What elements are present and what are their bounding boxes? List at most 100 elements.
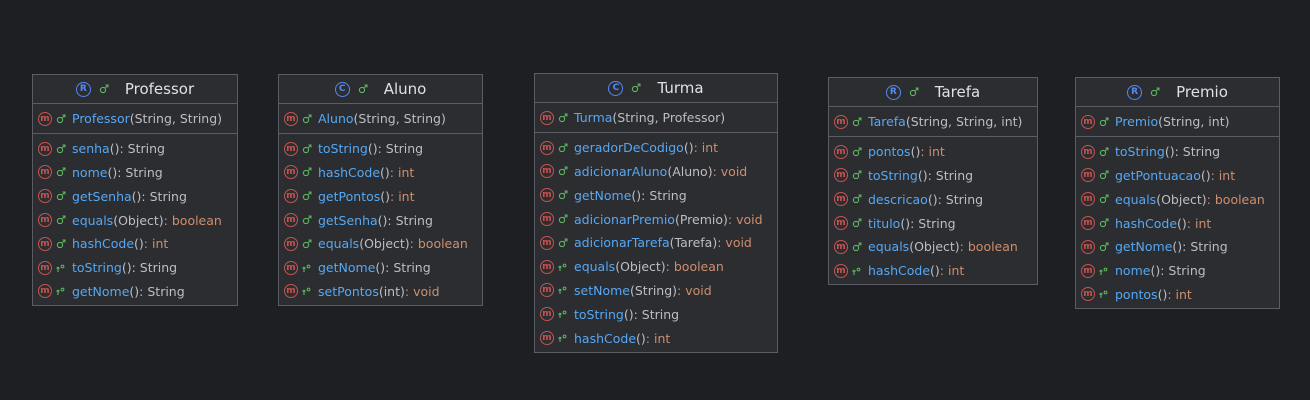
method-params: () <box>377 212 388 228</box>
method-name: titulo <box>868 215 901 231</box>
class-name: Premio <box>1176 83 1228 101</box>
public-visibility-icon <box>558 143 568 153</box>
method-name: getSenha <box>318 212 378 228</box>
method-return-type: : void <box>727 211 763 227</box>
method-return-type: : String <box>139 283 185 299</box>
public-visibility-icon <box>56 239 66 249</box>
constructor-params: (String, int) <box>1158 114 1230 130</box>
method-name: setNome <box>574 282 630 298</box>
method-name: getNome <box>72 283 130 299</box>
public-visibility-icon <box>1099 218 1109 228</box>
method-params: () <box>623 306 634 322</box>
public-visibility-icon <box>852 218 862 228</box>
method-params: (String) <box>629 282 678 298</box>
public-visibility-icon <box>1099 147 1109 157</box>
method-params: () <box>375 260 386 276</box>
method-params: () <box>134 236 144 252</box>
method-icon: m <box>834 239 848 254</box>
public-visibility-icon <box>56 215 66 225</box>
method-icon: m <box>540 164 554 179</box>
public-visibility-icon <box>302 144 312 154</box>
method-icon: m <box>284 236 298 251</box>
method-name: pontos <box>1115 286 1158 302</box>
method-return-type: : int <box>143 236 169 252</box>
method-name: nome <box>1115 263 1151 279</box>
method-params: () <box>131 188 142 204</box>
method-icon: m <box>540 307 554 322</box>
method-name: toString <box>868 167 918 183</box>
method-name: hashCode <box>318 164 381 180</box>
method-icon: m <box>38 213 52 228</box>
public-visibility-icon <box>852 242 862 252</box>
class-name: Tarefa <box>934 83 981 101</box>
method-name: hashCode <box>72 236 135 252</box>
public-visibility-icon <box>302 239 312 249</box>
method-return-type: : int <box>645 330 671 346</box>
method-name: nome <box>72 164 108 180</box>
method-params: () <box>129 283 140 299</box>
method-icon: m <box>284 111 298 126</box>
method-name: setPontos <box>318 283 379 299</box>
method-name: equals <box>1115 191 1157 207</box>
method-row[interactable]: m hashCode(): int <box>33 232 237 256</box>
method-params: () <box>1200 167 1211 183</box>
method-icon: m <box>1081 287 1095 302</box>
method-name: adicionarTarefa <box>574 235 670 251</box>
method-name: equals <box>72 212 114 228</box>
method-icon: m <box>540 259 554 274</box>
public-visibility-icon <box>852 117 862 127</box>
method-icon: m <box>38 236 52 251</box>
